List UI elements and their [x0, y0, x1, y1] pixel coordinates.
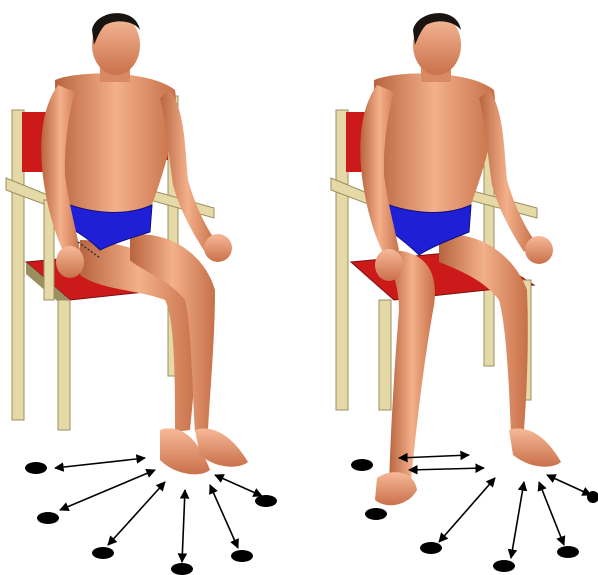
panel-left-seated-figure	[0, 0, 299, 575]
reach-targets	[351, 455, 598, 572]
reach-targets	[25, 458, 277, 575]
panel-right-seated-figure	[299, 0, 598, 575]
human-figure	[360, 13, 561, 505]
human-figure	[41, 13, 248, 474]
